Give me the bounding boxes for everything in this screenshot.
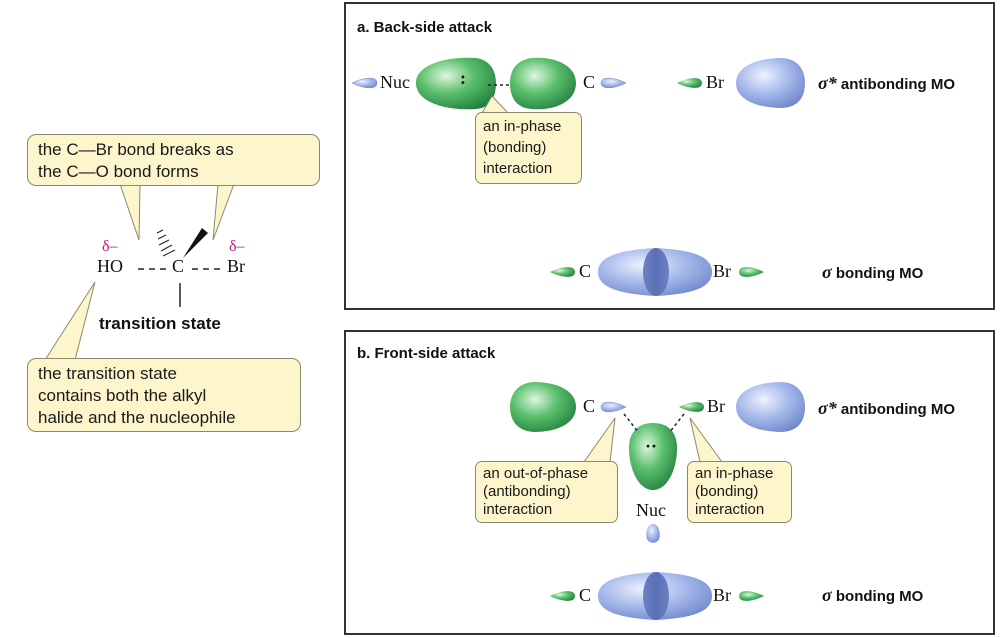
- panel-b-nuc-small-lobe: [646, 524, 660, 543]
- panel-b-left-callout-line-2: (antibonding): [483, 483, 571, 500]
- panel-b-bonding-atom-c: C: [579, 585, 592, 605]
- panel-a-c-large-lobe: [510, 57, 576, 110]
- panel-b-antibonding-text: antibonding MO: [840, 401, 956, 418]
- panel-a-bonding-br-small-lobe: [739, 267, 764, 277]
- panel-b-out-of-phase-callout: an out-of-phase (antibonding) interactio…: [475, 461, 618, 523]
- panel-b-left-callout-line-1: an out-of-phase: [483, 465, 589, 482]
- bond-change-callout-line-2: the C—O bond forms: [38, 162, 199, 181]
- transition-state-label: transition state: [99, 314, 221, 333]
- ts-callout-line-3: halide and the nucleophile: [38, 408, 236, 427]
- panel-a-bonding-label: σ bonding MO: [822, 262, 923, 283]
- panel-a-nuc-large-lobe: [416, 57, 496, 110]
- ts-callout-top-pointers: [119, 183, 235, 241]
- panel-a-in-phase-callout: an in-phase (bonding) interaction: [475, 112, 582, 184]
- panel-b-left-callout-line-3: interaction: [483, 501, 553, 518]
- panel-a-callout-line-2: (bonding): [483, 139, 547, 156]
- panel-b-right-callout-line-2: (bonding): [695, 483, 759, 500]
- panel-a-bonding-symbol: σ: [822, 262, 832, 282]
- bond-change-callout-line-1: the C—Br bond breaks as: [38, 140, 234, 159]
- delta-minus-br: δ–: [229, 238, 245, 255]
- bond-change-callout: the C—Br bond breaks as the C—O bond for…: [27, 134, 320, 186]
- panel-front-side-attack: [344, 330, 995, 635]
- panel-b-br-large-lobe: [736, 382, 805, 432]
- panel-b-bonding-large-orbital: [598, 572, 712, 620]
- panel-back-side-attack: [344, 2, 995, 310]
- panel-b-bonding-label: σ bonding MO: [822, 585, 923, 606]
- panel-a-bonding-atom-c: C: [579, 261, 592, 281]
- panel-b-lone-pair: ··: [645, 436, 658, 456]
- panel-a-callout-line-3: interaction: [483, 160, 553, 177]
- panel-a-atom-c: C: [583, 72, 596, 92]
- panel-b-bonding-symbol: σ: [822, 585, 832, 605]
- hashed-wedge-bond: [156, 229, 176, 257]
- panel-a-atom-nuc: Nuc: [380, 72, 410, 92]
- panel-b-bonding-c-small-lobe: [550, 591, 575, 601]
- panel-b-in-phase-dashes: [668, 413, 685, 434]
- panel-b-atom-c: C: [583, 396, 596, 416]
- atom-c-central: C: [172, 256, 185, 276]
- ts-callout-bottom-pointer: [44, 281, 96, 361]
- panel-a-antibonding-symbol: σ*: [818, 73, 837, 93]
- ts-callout-line-2: contains both the alkyl: [38, 386, 207, 405]
- panel-b-bonding-br-small-lobe: [739, 591, 764, 601]
- panel-a-c-small-lobe: [600, 77, 627, 89]
- panel-b-antibonding-label: σ* antibonding MO: [818, 398, 955, 419]
- panel-a-br-large-lobe: [736, 58, 805, 108]
- panel-a-br-small-lobe: [677, 78, 702, 88]
- panel-b-atom-br: Br: [707, 396, 725, 416]
- panel-b-nuc-large-lobe: [629, 423, 677, 490]
- atom-ho: HO: [97, 256, 123, 276]
- solid-wedge-bond: [183, 228, 208, 258]
- panel-a-bonding-c-small-lobe: [550, 267, 575, 277]
- atom-br: Br: [227, 256, 245, 276]
- panel-b-right-callout-line-3: interaction: [695, 501, 765, 518]
- panel-b-bonding-text: bonding MO: [835, 588, 924, 605]
- panel-a-atom-br: Br: [706, 72, 724, 92]
- panel-a-bonding-text: bonding MO: [835, 265, 924, 282]
- panel-b-br-small-lobe: [679, 402, 704, 412]
- panel-b-c-small-lobe: [600, 401, 627, 413]
- panel-b-bonding-atom-br: Br: [713, 585, 731, 605]
- panel-a-bonding-large-orbital: [598, 248, 712, 296]
- panel-b-atom-nuc: Nuc: [636, 500, 666, 520]
- panel-a-bonding-atom-br: Br: [713, 261, 731, 281]
- panel-b-antibonding-symbol: σ*: [818, 398, 837, 418]
- panel-a-antibonding-text: antibonding MO: [840, 76, 956, 93]
- panel-a-title: a. Back-side attack: [357, 19, 493, 36]
- panel-b-c-large-lobe: [510, 382, 576, 432]
- panel-b-title: b. Front-side attack: [357, 345, 496, 362]
- panel-a-antibonding-label: σ* antibonding MO: [818, 73, 955, 94]
- delta-minus-ho: δ–: [102, 238, 118, 255]
- ts-callout-line-1: the transition state: [38, 364, 177, 383]
- panel-a-nuc-small-lobe: [351, 77, 378, 89]
- panel-a-callout-line-1: an in-phase: [483, 118, 562, 135]
- panel-a-lone-pair: :: [460, 68, 466, 88]
- panel-b-right-callout-line-1: an in-phase: [695, 465, 774, 482]
- panel-b-in-phase-callout: an in-phase (bonding) interaction: [687, 461, 792, 523]
- transition-state-callout: the transition state contains both the a…: [27, 358, 301, 432]
- panel-b-out-of-phase-dashes: [623, 413, 640, 434]
